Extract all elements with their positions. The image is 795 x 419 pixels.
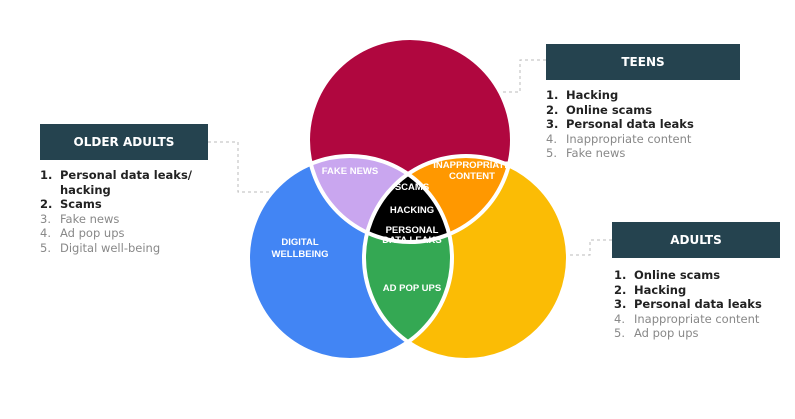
scams-label: SCAMS bbox=[395, 182, 429, 193]
inappropriate-label: INAPPROPRIATE bbox=[433, 160, 510, 171]
adults-list: 1.Online scams 2.Hacking 3.Personal data… bbox=[614, 268, 762, 341]
hacking-label: HACKING bbox=[390, 205, 434, 216]
list-item: 5.Digital well-being bbox=[40, 240, 161, 255]
teens-header: TEENS bbox=[546, 44, 740, 80]
list-item: 5.Fake news bbox=[546, 146, 626, 160]
digital-wellbeing-label: WELLBEING bbox=[272, 249, 329, 260]
list-item: 4.Inappropriate content bbox=[546, 131, 692, 146]
list-item: 1.Online scams bbox=[614, 268, 721, 282]
adults-header: ADULTS bbox=[612, 222, 780, 258]
inappropriate-label: CONTENT bbox=[449, 171, 495, 182]
list-item: 4.Inappropriate content bbox=[614, 311, 760, 326]
list-item: 2.Online scams bbox=[546, 102, 653, 117]
list-item: 2.Scams bbox=[40, 197, 102, 211]
list-item: 4.Ad pop ups bbox=[40, 226, 125, 240]
ad-pop-ups-label: AD POP UPS bbox=[383, 283, 441, 294]
personal-data-leaks-label: PERSONAL bbox=[386, 225, 439, 236]
list-item: 3.Personal data leaks bbox=[546, 117, 694, 131]
list-item: 3.Personal data leaks bbox=[614, 297, 762, 311]
list-item: 1.Personal data leaks/ hacking bbox=[40, 168, 192, 197]
teens-list: 1.Hacking 2.Online scams 3.Personal data… bbox=[546, 88, 694, 161]
older-adults-list: 1.Personal data leaks/ hacking 2.Scams 3… bbox=[40, 168, 210, 255]
digital-wellbeing-label: DIGITAL bbox=[281, 237, 318, 248]
list-item: 5.Ad pop ups bbox=[614, 326, 699, 340]
connector-lines bbox=[208, 59, 612, 256]
personal-data-leaks-label: DATA LEAKS bbox=[382, 235, 441, 246]
list-item: 3.Fake news bbox=[40, 211, 120, 226]
list-item: 2.Hacking bbox=[614, 282, 687, 297]
older-adults-header: OLDER ADULTS bbox=[40, 124, 208, 160]
list-item: 1.Hacking bbox=[546, 88, 619, 102]
fake-news-label: FAKE NEWS bbox=[322, 166, 378, 177]
